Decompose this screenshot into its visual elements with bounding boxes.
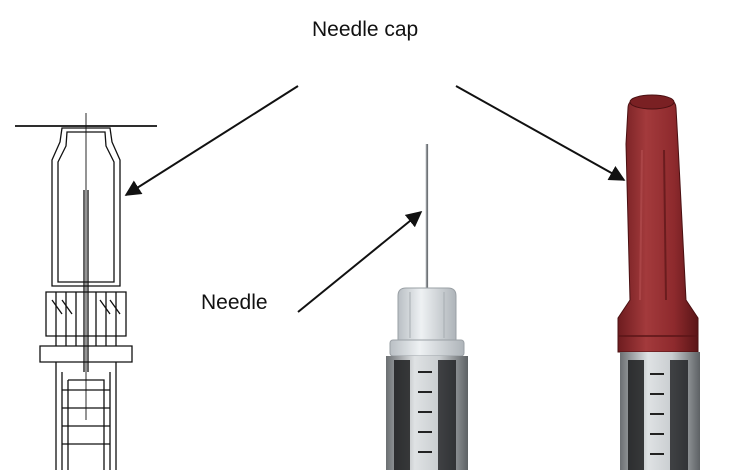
arrow-cap-to-drawing [126,86,298,195]
needle-cap-label: Needle cap [312,19,418,40]
capped-syringe [618,95,700,470]
line-drawing-syringe [15,113,157,470]
clear-needle-syringe [386,144,468,470]
needle-label: Needle [201,292,268,313]
arrow-cap-to-photo [456,86,624,180]
